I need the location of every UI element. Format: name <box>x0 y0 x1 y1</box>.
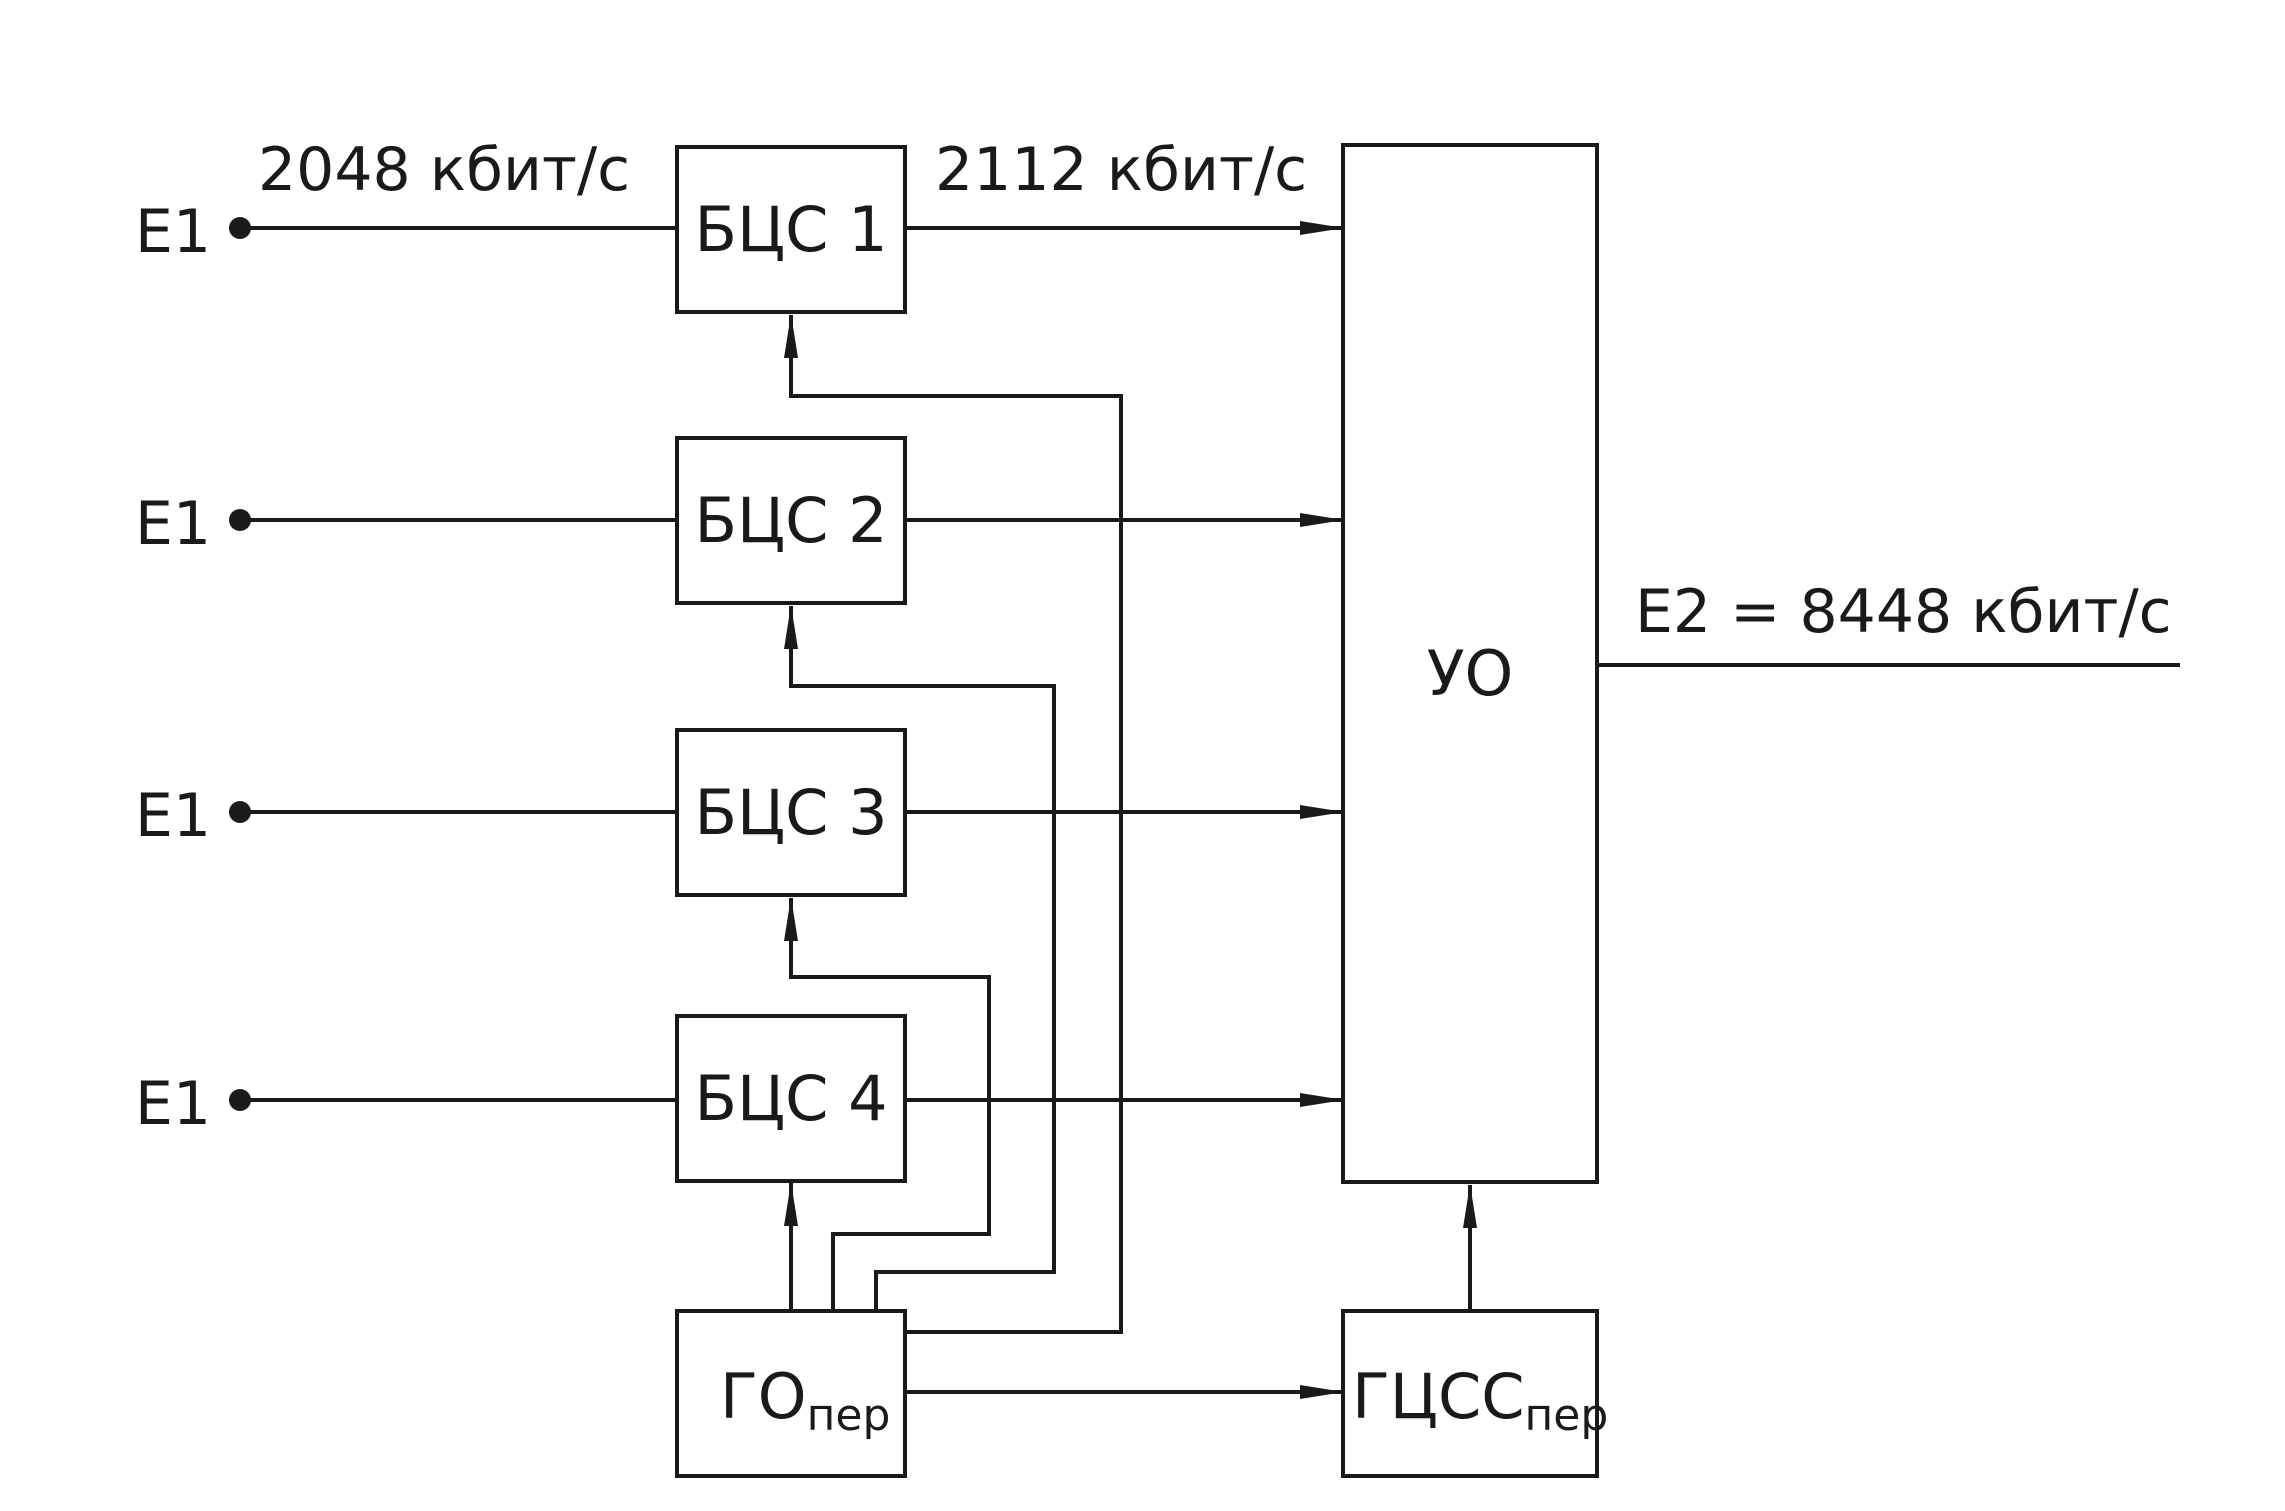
bcs-block-4-label: БЦС 4 <box>694 1062 887 1135</box>
input-label-1: E1 <box>135 197 211 267</box>
intermediate-rate-label: 2112 кбит/с <box>935 135 1307 205</box>
bcs-block-1 <box>675 145 907 314</box>
bcs-to-uo-connections <box>905 221 1344 1107</box>
bcs-block-2-label: БЦС 2 <box>694 484 887 557</box>
gcss-block <box>1341 1309 1599 1478</box>
input-group: E1 E1 E1 E1 <box>135 197 677 1139</box>
uo-block-label: УО <box>1427 637 1514 710</box>
bcs-blocks: БЦС 1 БЦС 2 БЦС 3 БЦС 4 <box>675 145 907 1183</box>
input-rate-label: 2048 кбит/с <box>258 135 630 205</box>
bcs-block-4 <box>675 1014 907 1183</box>
input-label-4: E1 <box>135 1069 211 1139</box>
bcs-block-1-label: БЦС 1 <box>694 193 887 266</box>
gcss-block-label-main: ГЦСС <box>1352 1360 1525 1433</box>
go-bcs1-arrow <box>784 314 1123 1334</box>
go-block <box>675 1309 907 1478</box>
input-label-3: E1 <box>135 781 211 851</box>
gcss-block-label-sub: пер <box>1525 1390 1609 1441</box>
go-bcs3-arrow <box>784 897 991 1311</box>
go-block-label: ГОпер <box>720 1360 890 1441</box>
bcs-block-3-label: БЦС 3 <box>694 776 887 849</box>
uo-block <box>1341 143 1599 1184</box>
clock-distribution <box>784 314 1477 1399</box>
input-label-2: E1 <box>135 489 211 559</box>
output-rate-label: E2 = 8448 кбит/с <box>1635 577 2172 647</box>
go-block-label-sub: пер <box>807 1390 891 1441</box>
go-block-label-main: ГО <box>720 1360 807 1433</box>
go-bcs2-arrow <box>784 605 1056 1311</box>
gcss-block-label: ГЦССпер <box>1352 1360 1608 1441</box>
